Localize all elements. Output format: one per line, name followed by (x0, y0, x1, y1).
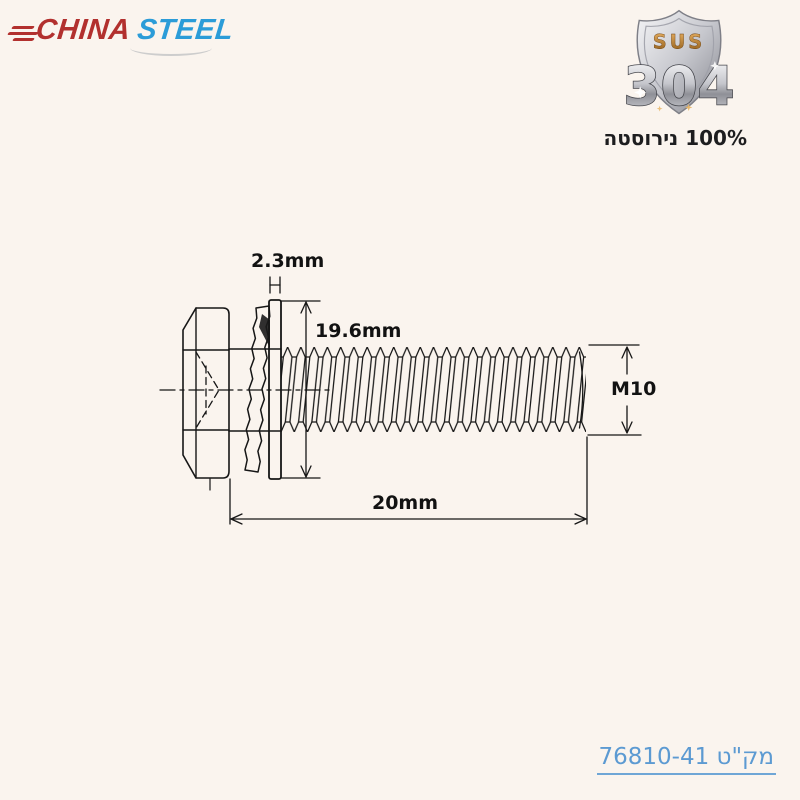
sparkle-icon (656, 105, 663, 112)
sku-link[interactable]: מק"ט 76810-41 (596, 744, 776, 775)
sus-304-shield-badge: SUS 304 (616, 6, 742, 124)
sparkle-icon (634, 86, 647, 99)
thread-end-face (578, 351, 584, 429)
bolt-head (182, 307, 230, 491)
dim-thread-lines (587, 344, 642, 436)
spring-washer-shadow (259, 314, 270, 348)
shield-icon: SUS 304 (623, 9, 735, 119)
dim-label-length: 20mm (371, 492, 439, 514)
dim-label-thread-size: M10 (611, 378, 657, 400)
sparkle-icon (710, 61, 720, 71)
stainless-steel-caption: 100% נירוסטה (603, 126, 747, 150)
logo-swoosh (130, 40, 212, 56)
dim-thickness-lines (269, 276, 281, 294)
shield-outer (636, 9, 722, 115)
bolt-thread (281, 347, 586, 432)
badge-sus-text: SUS (653, 31, 705, 54)
phillips-recess-hidden-lines (195, 351, 220, 429)
dim-label-washer-thickness: 2.3mm (251, 250, 325, 272)
shield-inner (643, 17, 715, 106)
dim-length-lines (229, 436, 588, 525)
bolt-neck (228, 348, 282, 432)
dim-diameter-lines (280, 300, 321, 479)
dim-label-washer-diameter: 19.6mm (315, 320, 402, 342)
sparkle-icon (685, 103, 693, 111)
flat-washer (268, 299, 282, 480)
